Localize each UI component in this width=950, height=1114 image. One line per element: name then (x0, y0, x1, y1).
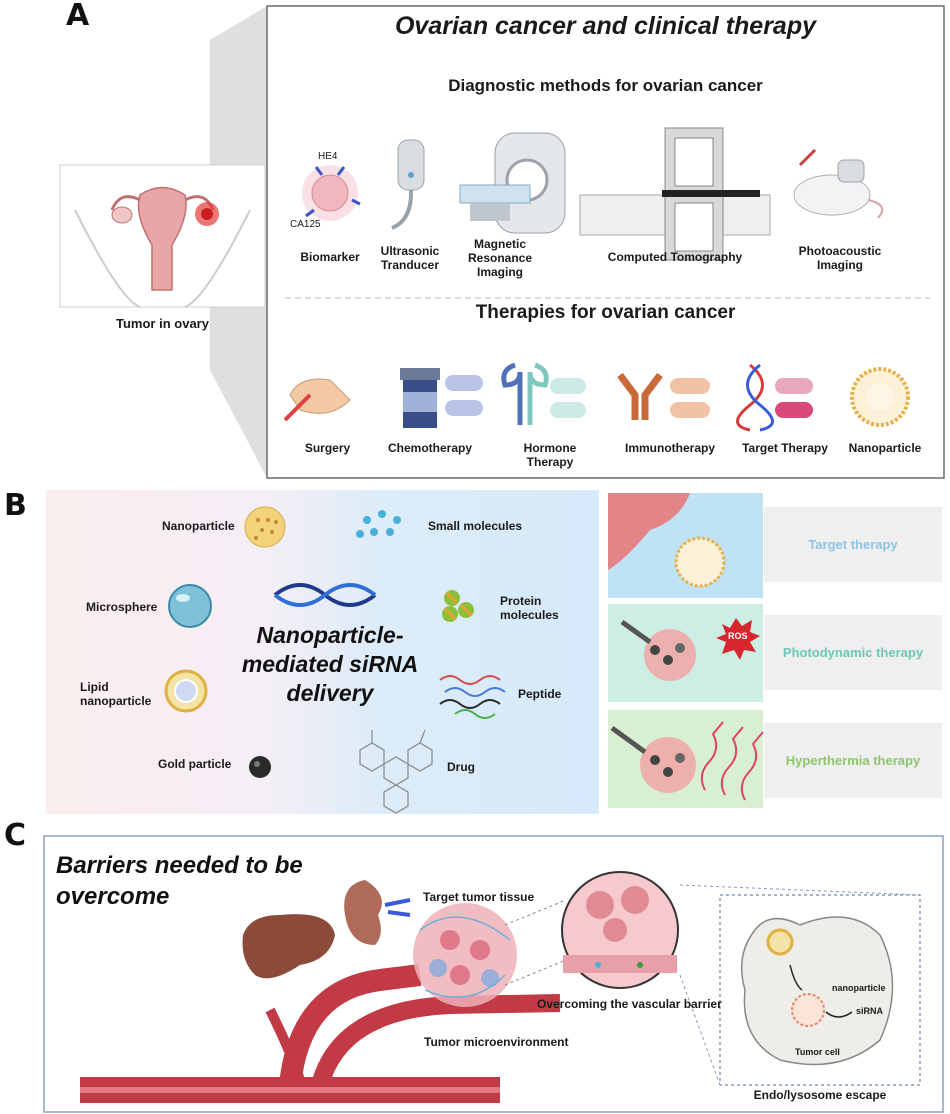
magnify-line-1 (504, 899, 567, 926)
mri-scanner-icon (459, 132, 566, 234)
ultrasound-probe-icon (391, 139, 425, 230)
b-label-microsphere: Microsphere (86, 600, 158, 614)
b-label-protein-molecules: Protein molecules (500, 594, 559, 622)
heat-waves-icon (700, 721, 764, 801)
cell-detail-box (719, 894, 921, 1086)
uterus-icon (74, 186, 251, 308)
panel-a-title: Ovarian cancer and clinical therapy (394, 12, 817, 40)
therapies-title: Therapies for ovarian cancer (475, 302, 736, 323)
target-therapy-label: Target therapy (808, 537, 898, 552)
therapy-label-surgery: Surgery (304, 441, 351, 455)
tumor-cell-label: Tumor cell (795, 1047, 840, 1057)
microsphere-icon (168, 584, 212, 628)
b-label-nanoparticle: Nanoparticle (162, 519, 235, 533)
blood-vessel-icon (80, 964, 561, 1103)
pill-bottle-icon (400, 368, 483, 428)
photoacoustic-mouse-icon (793, 148, 884, 219)
diag-label-ultrasound: Ultrasonic Tranducer (380, 244, 440, 272)
target-therapy-box: Target therapy (764, 507, 942, 582)
tumor-in-ovary-label: Tumor in ovary (116, 316, 209, 331)
small-molecules-icon (356, 510, 401, 538)
b-label-peptide: Peptide (518, 687, 562, 701)
ros-burst-icon (716, 618, 760, 660)
renal-vessels-icon (384, 898, 411, 917)
magnify-line-3 (679, 884, 921, 896)
release-arrow-icon (825, 1011, 853, 1018)
microenvironment-label: Tumor microenvironment (424, 1035, 569, 1049)
drug-structure-icon (359, 729, 433, 814)
liver-icon (242, 914, 335, 979)
therapy-label-hormone: Hormone Therapy (523, 441, 577, 469)
panel-letter-a: A (66, 0, 90, 33)
lipid-nanoparticle-icon (164, 669, 208, 713)
panel-letter-c: C (4, 818, 27, 853)
therapy-label-immuno: Immunotherapy (624, 441, 715, 455)
b-label-small-molecules: Small molecules (428, 519, 523, 533)
diag-label-mri: Magnetic Resonance Imaging (467, 237, 533, 279)
ros-label: ROS (728, 631, 748, 641)
cell-sirna-label: siRNA (856, 1006, 884, 1016)
photodynamic-therapy-box: Photodynamic therapy (764, 615, 942, 690)
diag-label-ct: Computed Tomography (607, 250, 743, 264)
gold-particle-icon (249, 756, 271, 778)
b-label-lipid-nanoparticle: Lipid nanoparticle (80, 680, 152, 708)
endosome-icon (791, 993, 825, 1027)
b-label-drug: Drug (447, 760, 475, 774)
panel-b-background (46, 490, 599, 814)
tumor-tissue-icon (413, 903, 517, 1007)
tumor-cluster-icon-2 (640, 737, 696, 793)
target-tissue-label: Target tumor tissue (423, 890, 535, 904)
nanoparticle-icon (850, 367, 910, 427)
vascular-barrier-label: Overcoming the vascular barrier (537, 997, 722, 1011)
therapy-label-chemo: Chemotherapy (387, 441, 473, 455)
scalpel-hand-icon (283, 378, 351, 422)
tumor-cell-edge-icon (608, 493, 690, 570)
magnified-tissue-icon (561, 871, 679, 989)
ct-scanner-icon (579, 127, 771, 261)
panel-a-box (266, 5, 945, 479)
magnify-line-4 (679, 974, 721, 1086)
magnify-line-2 (504, 959, 567, 986)
b-center-title: Nanoparticle- mediated siRNA delivery (241, 622, 419, 706)
hormone-receptor-icon (501, 362, 586, 425)
incoming-nanoparticle-icon (766, 928, 794, 956)
hyperthermia-therapy-box: Hyperthermia therapy (764, 723, 942, 798)
biomarker-icon (302, 165, 361, 221)
therapy-label-nanoparticle: Nanoparticle (848, 441, 922, 455)
targeted-nanoparticle-icon (674, 536, 726, 588)
cell-nanoparticle-label: nanoparticle (832, 983, 886, 993)
laser-probe-icon-2 (610, 725, 647, 755)
he4-label: HE4 (318, 151, 338, 162)
kidney-icon (344, 880, 382, 945)
therapy-label-target: Target Therapy (742, 441, 828, 455)
dna-capsule-icon (736, 363, 813, 432)
diag-label-biomarker: Biomarker (300, 250, 360, 264)
c-title: Barriers needed to be overcome (56, 852, 303, 910)
dna-helix-icon (273, 583, 377, 607)
peptide-icon (439, 675, 506, 719)
antibody-icon (617, 372, 710, 420)
diag-label-photoacoustic: Photoacoustic Imaging (798, 244, 882, 272)
endo-escape-label: Endo/lysosome escape (753, 1088, 887, 1102)
uptake-arrow-icon (789, 964, 803, 991)
b-label-gold-particle: Gold particle (158, 757, 232, 771)
panel-letter-b: B (4, 488, 27, 523)
laser-probe-icon-1 (620, 619, 652, 645)
protein-molecules-icon (442, 590, 474, 622)
nanoparticle-sphere-icon (244, 506, 286, 548)
diagnostic-title: Diagnostic methods for ovarian cancer (448, 76, 763, 95)
tumor-cluster-icon-1 (644, 629, 696, 681)
ca125-label: CA125 (290, 219, 321, 230)
hyperthermia-therapy-label: Hyperthermia therapy (785, 753, 921, 768)
photodynamic-therapy-label: Photodynamic therapy (782, 645, 924, 660)
